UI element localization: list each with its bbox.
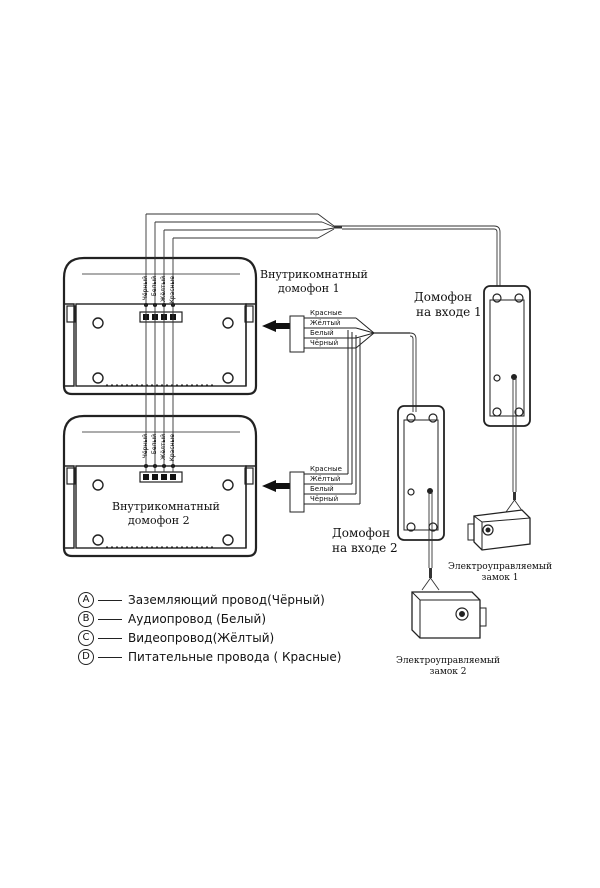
legend-text-a: Заземляющий провод(Чёрный) bbox=[128, 593, 325, 607]
legend-letter-c: C bbox=[78, 630, 94, 646]
panel-1-label-line1: Домофон bbox=[414, 290, 473, 304]
lock-2-wire bbox=[421, 492, 440, 591]
indoor-monitor-2 bbox=[62, 414, 258, 558]
terminal-2-wire-label: Белый bbox=[151, 434, 158, 455]
legend-dash bbox=[98, 656, 122, 658]
legend-letter-a: A bbox=[78, 592, 94, 608]
door-panel-1 bbox=[483, 285, 531, 427]
legend-dash bbox=[98, 637, 122, 639]
monitor-1-label-line1: Внутрикомнатный bbox=[260, 268, 368, 281]
monitor-2-label-line1: Внутрикомнатный bbox=[112, 500, 220, 513]
lock-1-label-line2: замок 1 bbox=[481, 573, 519, 583]
cable-to-panel-2 bbox=[409, 332, 417, 412]
terminal-2-wire-label: Жёлтый bbox=[160, 434, 167, 461]
terminal-2-wire-label: Красные bbox=[169, 434, 176, 462]
terminal-1-wire-label: Красные bbox=[169, 276, 176, 304]
legend-letter-b: B bbox=[78, 611, 94, 627]
legend-text-c: Видеопровод(Жёлтый) bbox=[128, 631, 275, 645]
panel-1-label: Домофон на входе 1 bbox=[414, 290, 482, 320]
legend-text-d: Питательные провода ( Красные) bbox=[128, 650, 342, 664]
legend-letter-d: D bbox=[78, 649, 94, 665]
monitor-1-label: Внутрикомнатный домофон 1 bbox=[260, 268, 368, 296]
connector-1 bbox=[289, 315, 410, 353]
monitor-wires bbox=[145, 213, 335, 472]
door-panel-2 bbox=[397, 405, 445, 541]
terminal-1-wire-label: Белый bbox=[151, 276, 158, 297]
lock-2-label-line1: Электроуправляемый bbox=[395, 656, 501, 666]
monitor-2-label-line2: домофон 2 bbox=[128, 514, 190, 527]
terminal-1-wire-label: Жёлтый bbox=[160, 276, 167, 303]
arrow-2 bbox=[262, 480, 290, 492]
lock-2-label-line2: замок 2 bbox=[429, 667, 467, 677]
connector-1-wire-label: Чёрный bbox=[310, 339, 339, 347]
lock-1-label-line1: Электроуправляемый bbox=[448, 562, 553, 572]
connector-1-wire-label: Жёлтый bbox=[310, 319, 341, 327]
panel-1-label-line2: на входе 1 bbox=[416, 305, 482, 319]
cable-to-panel-1 bbox=[334, 225, 501, 286]
lock-1-wire bbox=[505, 378, 524, 513]
legend-text-b: Аудиопровод (Белый) bbox=[128, 612, 266, 626]
panel-2-label-line2: на входе 2 bbox=[332, 541, 398, 555]
panel-2-label: Домофон на входе 2 bbox=[332, 526, 398, 556]
monitor-2-label: Внутрикомнатный домофон 2 bbox=[112, 500, 220, 528]
arrow-1 bbox=[262, 320, 290, 332]
monitor-1-label-line2: домофон 1 bbox=[278, 282, 340, 295]
legend-item-a: A Заземляющий провод(Чёрный) bbox=[78, 591, 325, 609]
connector-2-wire-label: Чёрный bbox=[310, 495, 339, 503]
lock-2-label: Электроуправляемый замок 2 bbox=[394, 656, 502, 678]
lock-1-label: Электроуправляемый замок 1 bbox=[448, 562, 552, 584]
electric-lock-2 bbox=[411, 591, 487, 639]
connector-2-wire-label: Красные bbox=[310, 465, 342, 473]
connector-2 bbox=[289, 330, 361, 513]
legend-dash bbox=[98, 599, 122, 601]
legend-item-c: C Видеопровод(Жёлтый) bbox=[78, 629, 274, 647]
panel-2-label-line1: Домофон bbox=[332, 526, 391, 540]
legend-item-b: B Аудиопровод (Белый) bbox=[78, 610, 266, 628]
terminal-2-wire-label: Чёрный bbox=[142, 434, 149, 459]
terminal-1-wire-label: Чёрный bbox=[142, 276, 149, 301]
indoor-monitor-1 bbox=[62, 256, 258, 396]
legend-item-d: D Питательные провода ( Красные) bbox=[78, 648, 341, 666]
electric-lock-1 bbox=[467, 509, 531, 551]
connector-1-wire-label: Белый bbox=[310, 329, 334, 337]
connector-2-wire-label: Белый bbox=[310, 485, 334, 493]
connector-2-wire-label: Жёлтый bbox=[310, 475, 341, 483]
connector-1-wire-label: Красные bbox=[310, 309, 342, 317]
legend-dash bbox=[98, 618, 122, 620]
